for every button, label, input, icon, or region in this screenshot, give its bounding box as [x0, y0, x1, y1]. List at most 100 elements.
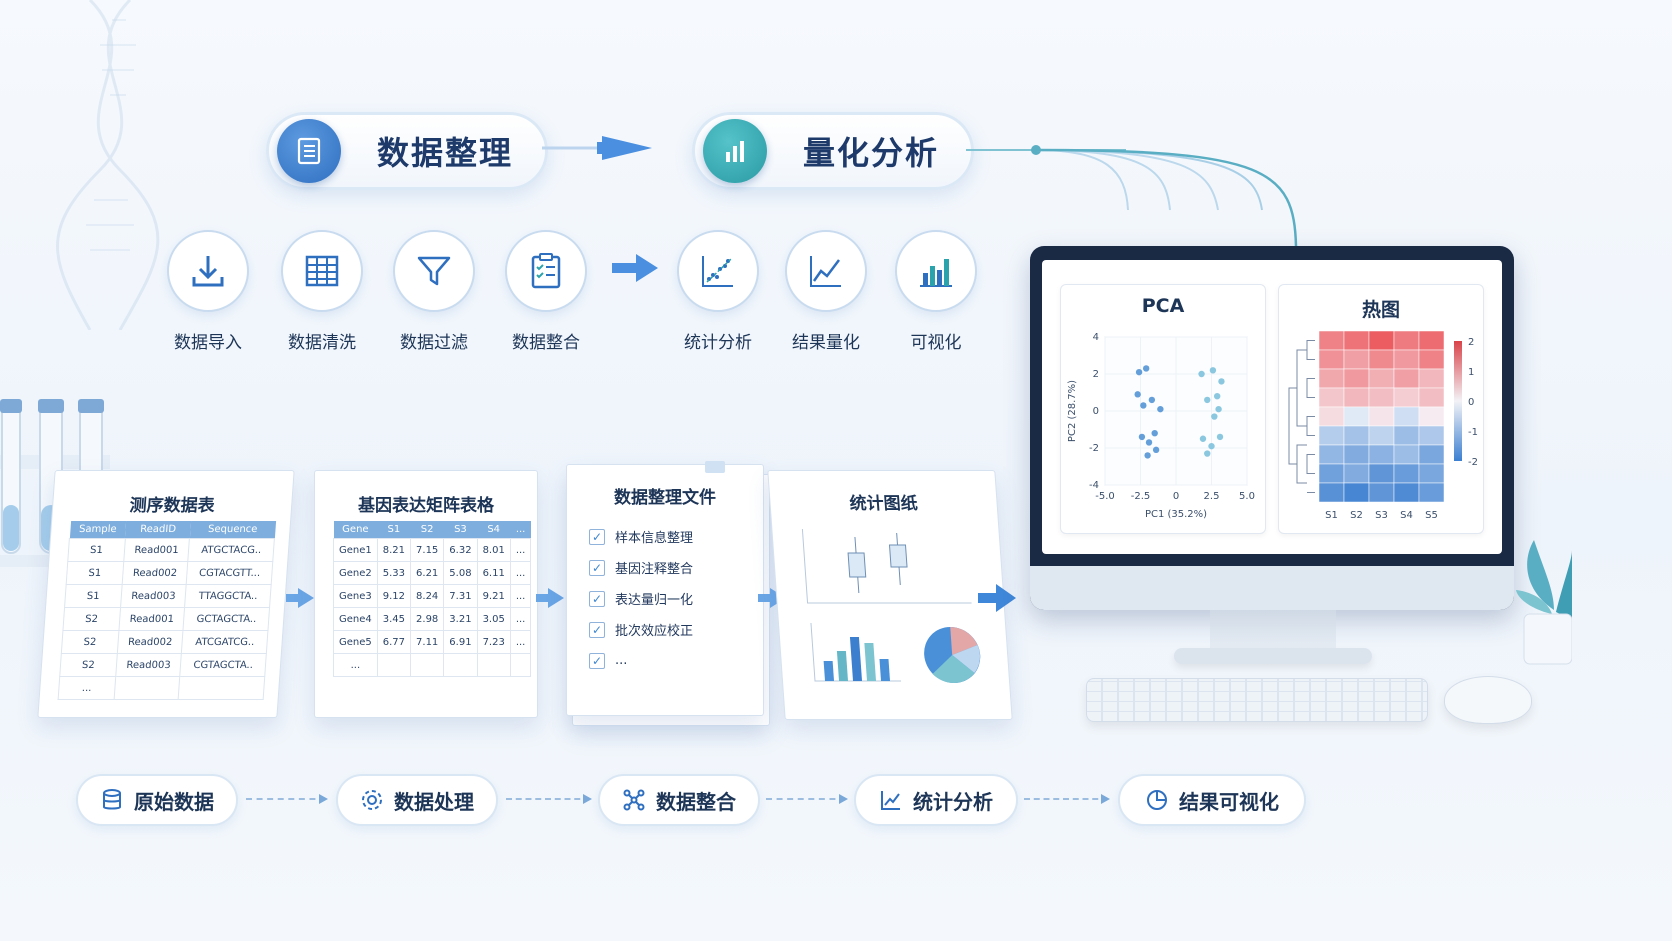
stage-label: 量化分析 [803, 134, 940, 172]
heatmap-cell [1418, 463, 1445, 484]
heatmap-cell [1393, 406, 1420, 427]
boxplot-thumbnail [801, 529, 972, 604]
gear-icon [360, 788, 384, 812]
table-cell: Read003 [120, 584, 187, 608]
dna-decoration [56, 0, 160, 330]
heatmap-cell [1368, 425, 1395, 446]
doc-title: 基因表达矩阵表格 [358, 496, 494, 516]
table-cell: S2 [59, 653, 118, 677]
heatmap-cell [1318, 444, 1345, 465]
pie-icon [1145, 788, 1169, 812]
connector-lines [966, 145, 1298, 247]
colorbar-tick-label: -1 [1468, 427, 1478, 438]
y-tick-label: 2 [1093, 369, 1099, 380]
step-data-import: 数据导入 [148, 230, 268, 353]
stage-data-organize: 数据整理 [266, 112, 548, 190]
colorbar-tick-label: 0 [1468, 397, 1474, 408]
table-cell: 9.12 [376, 584, 412, 608]
table-cell: ... [509, 607, 532, 631]
step-label: 数据整合 [512, 333, 580, 353]
dendrogram-branch [1306, 454, 1315, 474]
checklist: ✓样本信息整理✓基因注释整合✓表达量归一化✓批次效应校正✓... [589, 521, 693, 676]
column-header: S1 [377, 521, 411, 539]
heatmap-cell [1318, 425, 1345, 446]
bar-thumbnail [810, 623, 902, 682]
heatmap-cell [1343, 368, 1370, 389]
table-cell: ... [509, 561, 532, 585]
heatmap-cell [1318, 406, 1345, 427]
column-header: Gene [333, 521, 378, 539]
dashed-arrow [246, 794, 328, 804]
table-cell: 7.23 [476, 630, 511, 654]
column-label: S2 [1350, 510, 1363, 521]
pipeline-integration: 数据整合 [598, 774, 760, 826]
table-cell: TTAGGCTA.. [184, 584, 272, 608]
table-cell: S1 [67, 538, 126, 562]
checklist-label: 样本信息整理 [615, 531, 694, 546]
data-point [1148, 396, 1156, 404]
heatmap-cell [1318, 387, 1345, 408]
table-cell: ... [509, 630, 532, 654]
table-cell: ... [509, 584, 532, 608]
table-cell: 8.01 [476, 538, 511, 562]
heatmap-cell [1343, 406, 1370, 427]
heatmap-cell [1418, 444, 1445, 465]
table-cell: 9.21 [476, 584, 511, 608]
step-label: 可视化 [910, 333, 962, 353]
table-cell: S1 [66, 561, 124, 585]
checkmark-icon: ✓ [589, 528, 605, 545]
table-cell: S2 [62, 607, 121, 631]
step-visualize: 可视化 [876, 230, 996, 353]
table-cell: 5.08 [443, 561, 478, 585]
table-cell: 7.15 [410, 538, 445, 562]
document-list-icon [277, 119, 341, 183]
checkmark-icon: ✓ [589, 652, 605, 669]
bar-chart-icon [895, 230, 977, 312]
line-chart-icon [785, 230, 867, 312]
checklist-icon [505, 230, 587, 312]
y-tick-label: -2 [1089, 443, 1099, 454]
heatmap-cell [1368, 368, 1395, 389]
column-header: Sequence [189, 521, 276, 539]
data-point [1204, 396, 1211, 404]
table-cell: 7.31 [443, 584, 478, 608]
colorbar-tick-label: 1 [1468, 367, 1474, 378]
y-tick-label: 0 [1093, 406, 1099, 417]
table-cell: ATCGATCG.. [181, 630, 268, 654]
table-cell: Read002 [121, 561, 189, 585]
table-cell: CGTACGTT... [186, 561, 273, 585]
table-cell: 6.21 [410, 561, 445, 585]
heatmap-cell [1418, 406, 1445, 427]
heatmap-cell [1418, 387, 1445, 408]
pipeline-label: 统计分析 [913, 789, 993, 814]
heatmap-cell [1318, 368, 1345, 389]
table-cell: S2 [61, 630, 119, 654]
checklist-item: ✓... [589, 645, 693, 676]
data-point [1151, 430, 1158, 437]
monitor-chin [1030, 566, 1514, 610]
mouse [1444, 676, 1532, 724]
table-cell: 2.98 [410, 607, 445, 631]
arrow-right-icon [286, 588, 314, 608]
table-row: ... [333, 653, 532, 677]
pipeline-processing: 数据处理 [336, 774, 498, 826]
checklist-item: ✓基因注释整合 [589, 552, 693, 583]
heatmap-cell [1418, 368, 1445, 389]
chart-title: PCA [1141, 295, 1185, 317]
checklist-label: ... [615, 653, 628, 668]
paper-clip [705, 461, 725, 473]
heatmap-cell [1393, 482, 1420, 503]
table-icon [281, 230, 363, 312]
table-cell: 6.91 [443, 630, 478, 654]
checkmark-icon: ✓ [589, 590, 605, 607]
keyboard [1086, 678, 1428, 722]
data-point [1135, 368, 1143, 376]
